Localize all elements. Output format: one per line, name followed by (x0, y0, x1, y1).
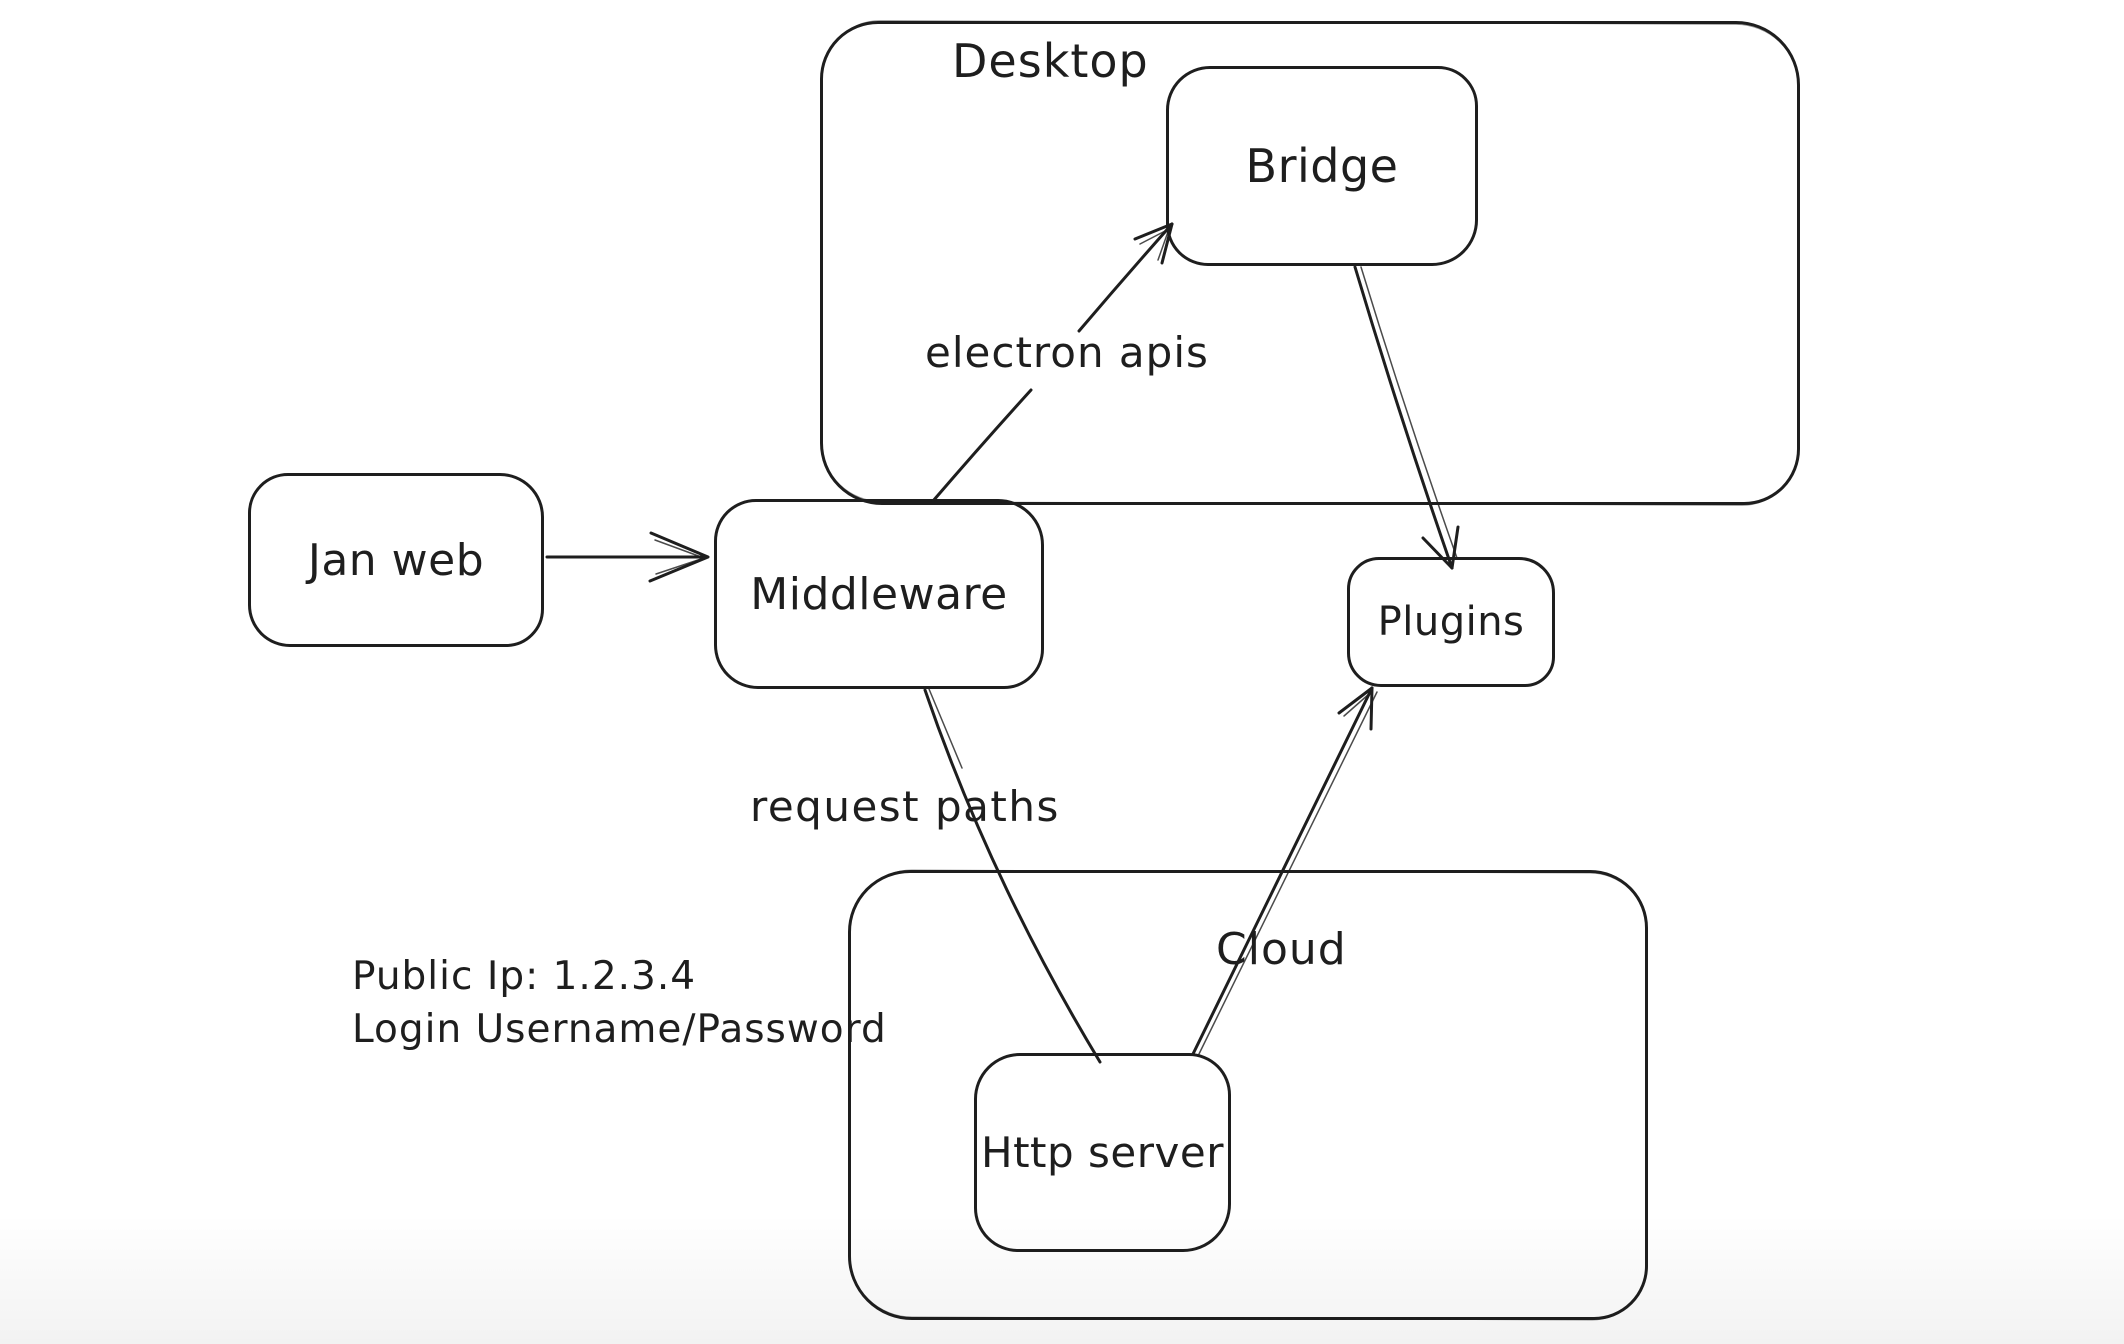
container-cloud-label[interactable]: Cloud (1216, 924, 1347, 975)
node-plugins-label: Plugins (1377, 599, 1525, 645)
edge-label-electron-apis[interactable]: electron apis (925, 328, 1209, 377)
edge-label-request-paths[interactable]: request paths (750, 782, 1060, 831)
container-desktop-label[interactable]: Desktop (952, 34, 1149, 88)
node-bridge-label: Bridge (1245, 139, 1399, 193)
node-http-server[interactable]: Http server (974, 1053, 1231, 1252)
note-login: Login Username/Password (352, 1007, 887, 1052)
node-http-server-label: Http server (981, 1128, 1224, 1177)
note-public-ip: Public Ip: 1.2.3.4 (352, 954, 697, 999)
arrow-middleware-to-bridge[interactable] (931, 222, 1174, 503)
arrow-janweb-to-middleware[interactable] (545, 531, 710, 583)
line-middleware-to-httpserver[interactable] (923, 688, 1102, 1064)
node-plugins[interactable]: Plugins (1347, 557, 1555, 687)
arrow-httpserver-to-plugins[interactable] (1191, 686, 1378, 1057)
container-cloud[interactable] (848, 870, 1648, 1320)
node-jan-web[interactable]: Jan web (248, 473, 544, 647)
arrow-bridge-to-plugins[interactable] (1353, 265, 1460, 570)
node-jan-web-label: Jan web (307, 534, 485, 586)
cloud-credentials-note[interactable]: Public Ip: 1.2.3.4 Login Username/Passwo… (352, 950, 887, 1056)
container-desktop[interactable] (820, 21, 1800, 505)
node-bridge[interactable]: Bridge (1166, 66, 1478, 266)
node-middleware-label: Middleware (750, 568, 1008, 620)
node-middleware[interactable]: Middleware (714, 499, 1044, 689)
